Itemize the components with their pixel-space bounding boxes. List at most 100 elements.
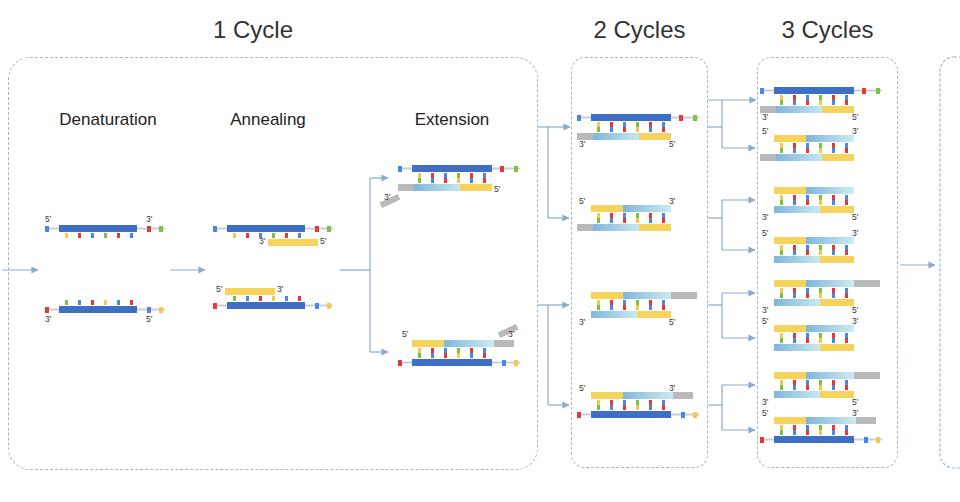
flow-arrow [722,429,755,430]
cycle-frame [571,57,708,468]
branch-line [721,200,722,250]
strand-end-label: 5' [579,384,585,392]
flow-arrow [722,199,755,200]
strand-end-label: 5' [45,215,51,223]
single-strand [213,225,333,238]
strand-end-label: 3' [669,197,675,205]
strand-end-label: 3' [852,229,858,237]
duplex [774,325,854,351]
flow-arrow [722,384,755,385]
branch-line [708,126,722,127]
strand-end-label: 5' [762,409,768,417]
strand-end-label: 5' [494,185,500,193]
strand-end-label: 5' [852,113,858,121]
strand-end-label: 5' [579,197,585,205]
branch-line [708,304,722,305]
flow-arrow [722,337,755,338]
branch-line [547,305,548,405]
duplex [760,417,882,443]
strand-end-label: 3' [762,306,768,314]
branch-line [369,178,370,352]
strand-end-label: 3' [762,113,768,121]
branch-line [708,404,722,405]
flow-connector [708,99,756,100]
cycle-heading: 1 Cycle [8,12,498,48]
duplex [577,114,699,140]
step-label: Denaturation [59,110,156,130]
cycle-frame [757,57,898,468]
strand-end-label: 5' [146,315,152,323]
strand-end-label: 3' [579,140,585,148]
strand-end-label: 5' [852,213,858,221]
flow-arrow [900,264,935,265]
cycle-group: 2 Cycles [571,12,708,468]
strand-end-label: 3' [579,318,585,326]
primer [268,239,318,246]
duplex [591,292,697,318]
strand-end-label: 3' [852,317,858,325]
strand-end-label: 3' [852,409,858,417]
flow-arrow [722,147,755,148]
single-strand [45,225,165,238]
step-label: Annealing [230,110,306,130]
strand-end-label: 5' [216,285,222,293]
strand-end-label: 5' [762,127,768,135]
branch-line [340,269,370,270]
cycle-heading: 2 Cycles [571,12,708,48]
strand-end-label: 5' [852,306,858,314]
strand-end-label: 3' [508,330,514,338]
strand-end-label: 3' [762,398,768,406]
strand-end-label: 3' [669,384,675,392]
strand-end-label: 3' [277,285,283,293]
strand-end-label: 5' [402,330,408,338]
strand-end-label: 3' [146,215,152,223]
flow-arrow [538,304,569,305]
polymerase-tail [498,324,519,338]
primer [225,288,275,295]
strand-end-label: 3' [852,127,858,135]
duplex [577,392,699,418]
cycle-heading: 3 Cycles [757,12,898,48]
strand-end-label: 5' [852,398,858,406]
flow-arrows [2,100,935,430]
strand-end-label: 3' [259,237,265,245]
branch-line [721,293,722,338]
duplex [774,237,854,263]
duplex [774,280,880,306]
flow-arrow [722,292,755,293]
duplex [760,87,882,113]
flow-arrow [722,249,755,250]
cycle-group: 1 Cycle [8,12,538,470]
strand-end-label: 5' [320,237,326,245]
branch-line [547,127,548,218]
strand-end-label: 5' [762,229,768,237]
single-strand [213,296,333,309]
flow-connector [538,126,570,127]
duplex [398,165,520,191]
step-label: Extension [415,110,490,130]
branch-line [721,100,722,148]
single-strand [45,300,165,313]
strand-end-label: 5' [669,140,675,148]
duplex [760,135,854,161]
branch-line [721,385,722,430]
strand-end-label: 3' [45,315,51,323]
flow-arrow [170,269,205,270]
flow-arrow [548,404,569,405]
cycle-frame [940,57,960,468]
duplex [774,372,880,398]
strand-end-label: 3' [384,193,390,201]
strand-end-label: 3' [762,213,768,221]
duplex [774,187,854,213]
strand-end-label: 5' [762,317,768,325]
strand-end-label: 5' [669,318,675,326]
flow-arrow [548,217,569,218]
flow-arrow [370,351,388,352]
cycle-group: 3 Cycles [757,12,898,468]
branch-line [708,217,722,218]
duplex [577,205,671,231]
duplex [398,340,520,366]
